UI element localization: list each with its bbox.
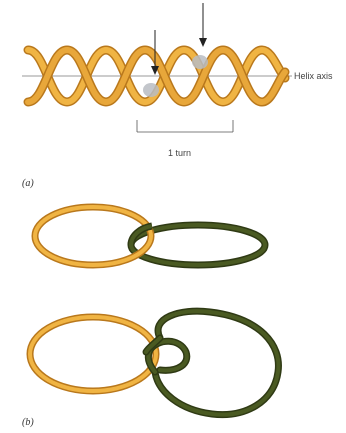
- catenane-twisted: [30, 311, 278, 414]
- major-groove-marker: [192, 55, 208, 69]
- turn-label: 1 turn: [168, 148, 191, 158]
- catenane-simple: [35, 207, 265, 265]
- double-helix-diagram: Helix axis 1 turn: [22, 3, 333, 158]
- turn-bracket: [137, 120, 233, 132]
- panel-a-label: (a): [22, 178, 34, 189]
- helix-axis-label: Helix axis: [294, 71, 333, 81]
- panel-b-label: (b): [22, 417, 34, 428]
- minor-groove-marker: [143, 83, 159, 97]
- groove-arrow-2: [199, 3, 207, 47]
